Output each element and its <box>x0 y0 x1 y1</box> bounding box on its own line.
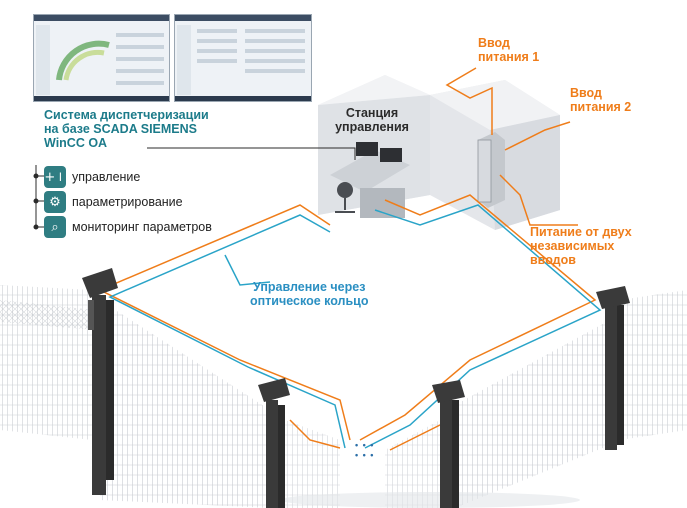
continuation-dots: • • • • • • <box>355 440 375 460</box>
feature-monitoring-label: мониторинг параметров <box>72 220 212 234</box>
feature-monitoring: ⌕ мониторинг параметров <box>44 216 212 238</box>
ground-shadow <box>280 492 580 508</box>
fence-right <box>285 290 687 508</box>
search-icon: ⌕ <box>44 216 66 238</box>
feature-control-label: управление <box>72 170 141 184</box>
settings-icon: ⚙ <box>44 191 66 213</box>
scada-screenshot-2 <box>174 14 312 102</box>
feature-control: +⏽ управление <box>44 166 140 188</box>
optical-ring-label: Управление через оптическое кольцо <box>250 280 369 308</box>
scada-connectors <box>33 147 356 230</box>
fence-left <box>0 285 270 508</box>
post-4 <box>596 286 630 450</box>
control-station-label: Станция управления <box>335 106 409 134</box>
feature-settings-label: параметрирование <box>72 195 183 209</box>
power-lines <box>98 67 597 451</box>
power-input-1-label: Ввод питания 1 <box>478 36 540 64</box>
electrical-cabinet <box>477 132 505 208</box>
feature-settings: ⚙ параметрирование <box>44 191 183 213</box>
scada-screenshot-1 <box>33 14 170 102</box>
post-2 <box>258 378 290 508</box>
optical-ring <box>108 204 602 449</box>
power-input-2-label: Ввод питания 2 <box>570 86 632 114</box>
post-1 <box>82 268 118 495</box>
operator-desk <box>330 142 410 218</box>
post-3 <box>432 380 465 508</box>
control-icon: +⏽ <box>44 166 66 188</box>
dual-power-label: Питание от двух независимых вводов <box>530 225 632 267</box>
scada-system-label: Система диспетчеризации на базе SCADA SI… <box>44 108 209 150</box>
fence-posts <box>82 268 630 508</box>
